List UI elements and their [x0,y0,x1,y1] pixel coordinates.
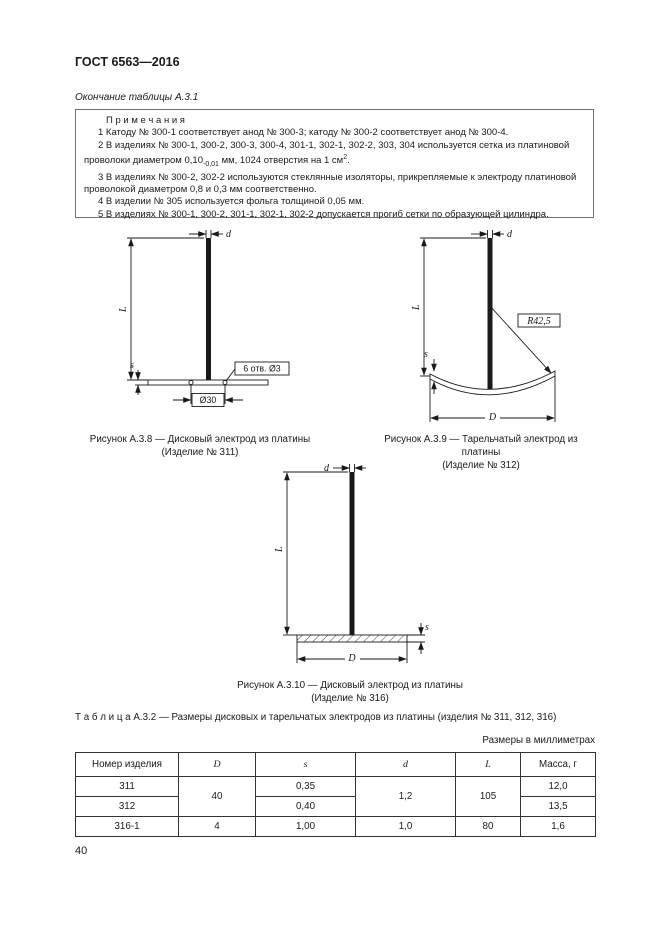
s-dimension: s [424,349,437,394]
diameter-label: Ø30 [200,395,217,405]
s-label: s [424,349,428,360]
note-3: 3 В изделиях № 300-2, 302-2 используются… [84,171,577,196]
rod [206,238,211,380]
L-dimension: L [274,471,348,636]
col-header-d: d [355,752,456,777]
note-2-subscript: -0,01 [202,161,219,169]
cell-D: 40 [178,776,256,817]
d-dimension: d [189,229,232,240]
L-label: L [274,546,285,553]
note-2-text3: . [347,155,350,167]
s-dimension: s [407,622,429,654]
table-continuation-note: Окончание таблицы А.3.1 [75,92,199,103]
cell-mass: 1,6 [520,816,596,837]
cell-D: 4 [178,816,256,837]
D-dimension: D [429,376,556,423]
d-label: d [507,229,513,240]
radius-label: R42,5 [526,316,551,327]
cell-item-number: 311 [75,776,179,797]
col-header-s: s [255,752,356,777]
d-label: d [324,463,330,474]
D-dimension: D [296,642,408,664]
table-row: 311 40 0,35 1,2 105 12,0 [75,776,596,817]
cell-d: 1,2 [355,776,456,817]
holes-label: 6 отв. Ø3 [243,364,280,374]
hole-right [222,379,228,386]
d-dimension: d [324,463,366,474]
col-header-item-number: Номер изделия [75,752,179,777]
cell-item-number: 312 [75,796,179,817]
D-label: D [347,653,356,664]
cell-s: 1,00 [255,816,356,837]
figure-a310-drawing: d L s D [274,463,429,664]
figure-a39-drawing: d L R42,5 s D [411,229,561,423]
L-label: L [118,306,129,313]
caption-text: Рисунок А.3.10 — Дисковый электрод из пл… [237,680,463,691]
hole-left [188,379,194,386]
d-dimension: d [471,229,513,240]
table-row: 316-1 4 1,00 1,0 80 1,6 [75,816,596,837]
table-a32: Номер изделия D s d L Масса, г 311 40 0,… [75,752,596,837]
s-label: s [425,622,429,633]
L-dimension: L [118,237,204,381]
disc [296,634,408,643]
table-header-row: Номер изделия D s d L Масса, г [75,752,596,777]
L-dimension: L [411,237,486,377]
figure-a38-drawing: d L s 6 отв. Ø3 [118,229,290,407]
disc [147,379,269,386]
d-label: d [226,229,232,240]
note-2: 2 В изделиях № 300-1, 300-2, 300-3, 300-… [84,140,585,172]
cell-d: 1,0 [355,816,456,837]
caption-item-number: (Изделие № 311) [161,447,239,458]
notes-title: П р и м е ч а н и я [106,115,185,126]
radius-dimension: R42,5 [489,305,561,374]
caption-item-number: (Изделие № 316) [311,693,389,704]
cell-item-number: 316-1 [75,816,179,837]
table-units-note: Размеры в миллиметрах [482,735,595,746]
col-header-mass: Масса, г [520,752,596,777]
cell-mass: 13,5 [520,796,596,817]
note-2-text: 2 В изделиях № 300-1, 300-2, 300-3, 300-… [84,139,570,167]
page-number: 40 [75,845,88,857]
figure-a39-caption: Рисунок А.3.9 — Тарельчатый электрод из … [365,433,597,472]
table-a32-title: Т а б л и ц а А.3.2 — Размеры дисковых и… [75,712,557,723]
D-label: D [488,412,497,423]
L-label: L [411,304,422,311]
s-label: s [130,360,134,371]
note-2-text2: мм, 1024 отверстия на 1 см [218,155,344,167]
col-header-D: D [178,752,256,777]
figure-a38-caption: Рисунок А.3.8 — Дисковый электрод из пла… [85,433,315,459]
table-row: 312 0,40 13,5 [75,796,596,817]
caption-item-number: (Изделие № 312) [442,460,520,471]
notes-box: П р и м е ч а н и я 1 Катоду № 300-1 соо… [75,109,594,220]
col-header-L: L [455,752,521,777]
caption-text: Рисунок А.3.8 — Дисковый электрод из пла… [89,434,311,445]
cell-mass: 12,0 [520,776,596,797]
caption-text: Рисунок А.3.9 — Тарельчатый электрод из … [384,434,578,458]
note-2-superscript: 2 [343,154,348,162]
rod [487,238,493,390]
note-4: 4 В изделии № 305 используется фольга то… [98,196,365,208]
standard-number: ГОСТ 6563—2016 [75,55,180,69]
bolt-circle-dimension: Ø30 [173,385,243,407]
figure-a310-caption: Рисунок А.3.10 — Дисковый электрод из пл… [230,679,470,705]
s-dimension: s [130,360,148,395]
rod [349,472,355,635]
note-1: 1 Катоду № 300-1 соответствует анод № 30… [98,127,509,139]
cell-L: 80 [455,816,521,837]
note-5: 5 В изделиях № 300-1, 300-2, 301-1, 302-… [98,208,549,220]
holes-callout: 6 отв. Ø3 [225,361,290,382]
cell-s: 0,40 [255,796,356,817]
cell-s: 0,35 [255,776,356,797]
cell-L: 105 [455,776,521,817]
